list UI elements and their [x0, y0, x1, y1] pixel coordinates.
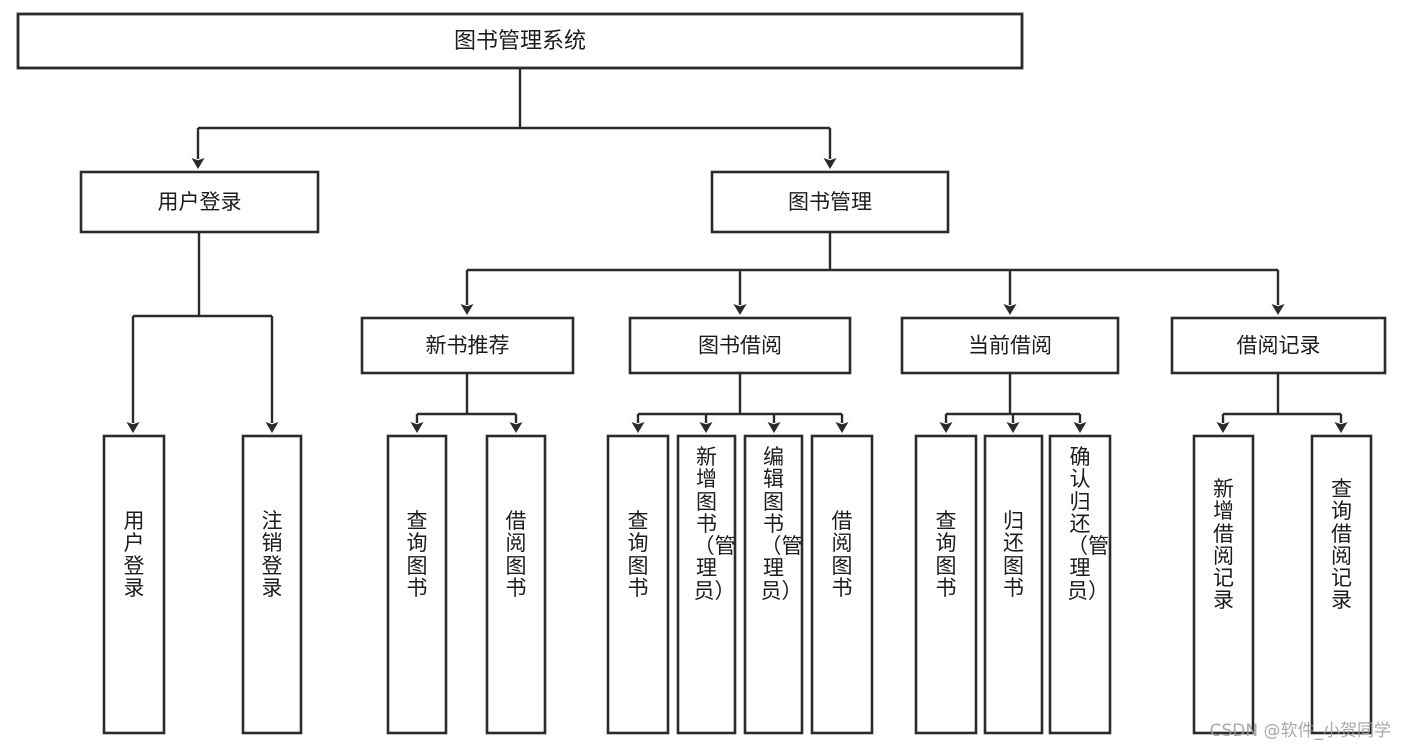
node-leaf-borrow-book-rec-box[interactable] — [485, 434, 547, 735]
node-leaf-add-borrow-record-box[interactable] — [1192, 434, 1255, 735]
node-book-borrow-label: 图书借阅 — [698, 334, 782, 358]
node-leaf-query-book-rec-box[interactable] — [386, 434, 448, 735]
node-new-book-recommend-box[interactable] — [360, 316, 575, 375]
node-leaf-query-borrow-record-box[interactable] — [1310, 434, 1373, 735]
node-borrow-records-box[interactable] — [1170, 316, 1387, 375]
node-root-box[interactable] — [16, 12, 1024, 70]
node-leaf-logout-login-box[interactable] — [241, 434, 303, 735]
node-boxes — [16, 12, 1387, 735]
node-borrow-records-label: 借阅记录 — [1237, 334, 1321, 358]
node-root-label: 图书管理系统 — [454, 29, 586, 54]
node-new-book-recommend-label: 新书推荐 — [426, 334, 510, 358]
node-leaf-query-book-current-box[interactable] — [914, 434, 978, 735]
node-leaf-return-book-box[interactable] — [983, 434, 1044, 735]
node-current-borrow-label: 当前借阅 — [968, 334, 1052, 358]
node-book-management-box[interactable] — [710, 170, 950, 234]
node-leaf-confirm-return-admin-box[interactable] — [1048, 434, 1112, 735]
node-leaf-query-book-borrow-box[interactable] — [606, 434, 670, 735]
node-book-management-label: 图书管理 — [788, 190, 872, 214]
connector-lines — [126, 68, 1348, 433]
node-user-login-label: 用户登录 — [158, 190, 242, 214]
node-user-login-box[interactable] — [79, 170, 320, 234]
node-current-borrow-box[interactable] — [900, 316, 1120, 375]
node-book-borrow-box[interactable] — [628, 316, 852, 375]
node-leaf-user-login-box[interactable] — [102, 434, 166, 735]
node-leaf-add-book-admin-box[interactable] — [676, 434, 737, 735]
node-leaf-borrow-book-box[interactable] — [810, 434, 874, 735]
node-leaf-edit-book-admin-box[interactable] — [743, 434, 804, 735]
